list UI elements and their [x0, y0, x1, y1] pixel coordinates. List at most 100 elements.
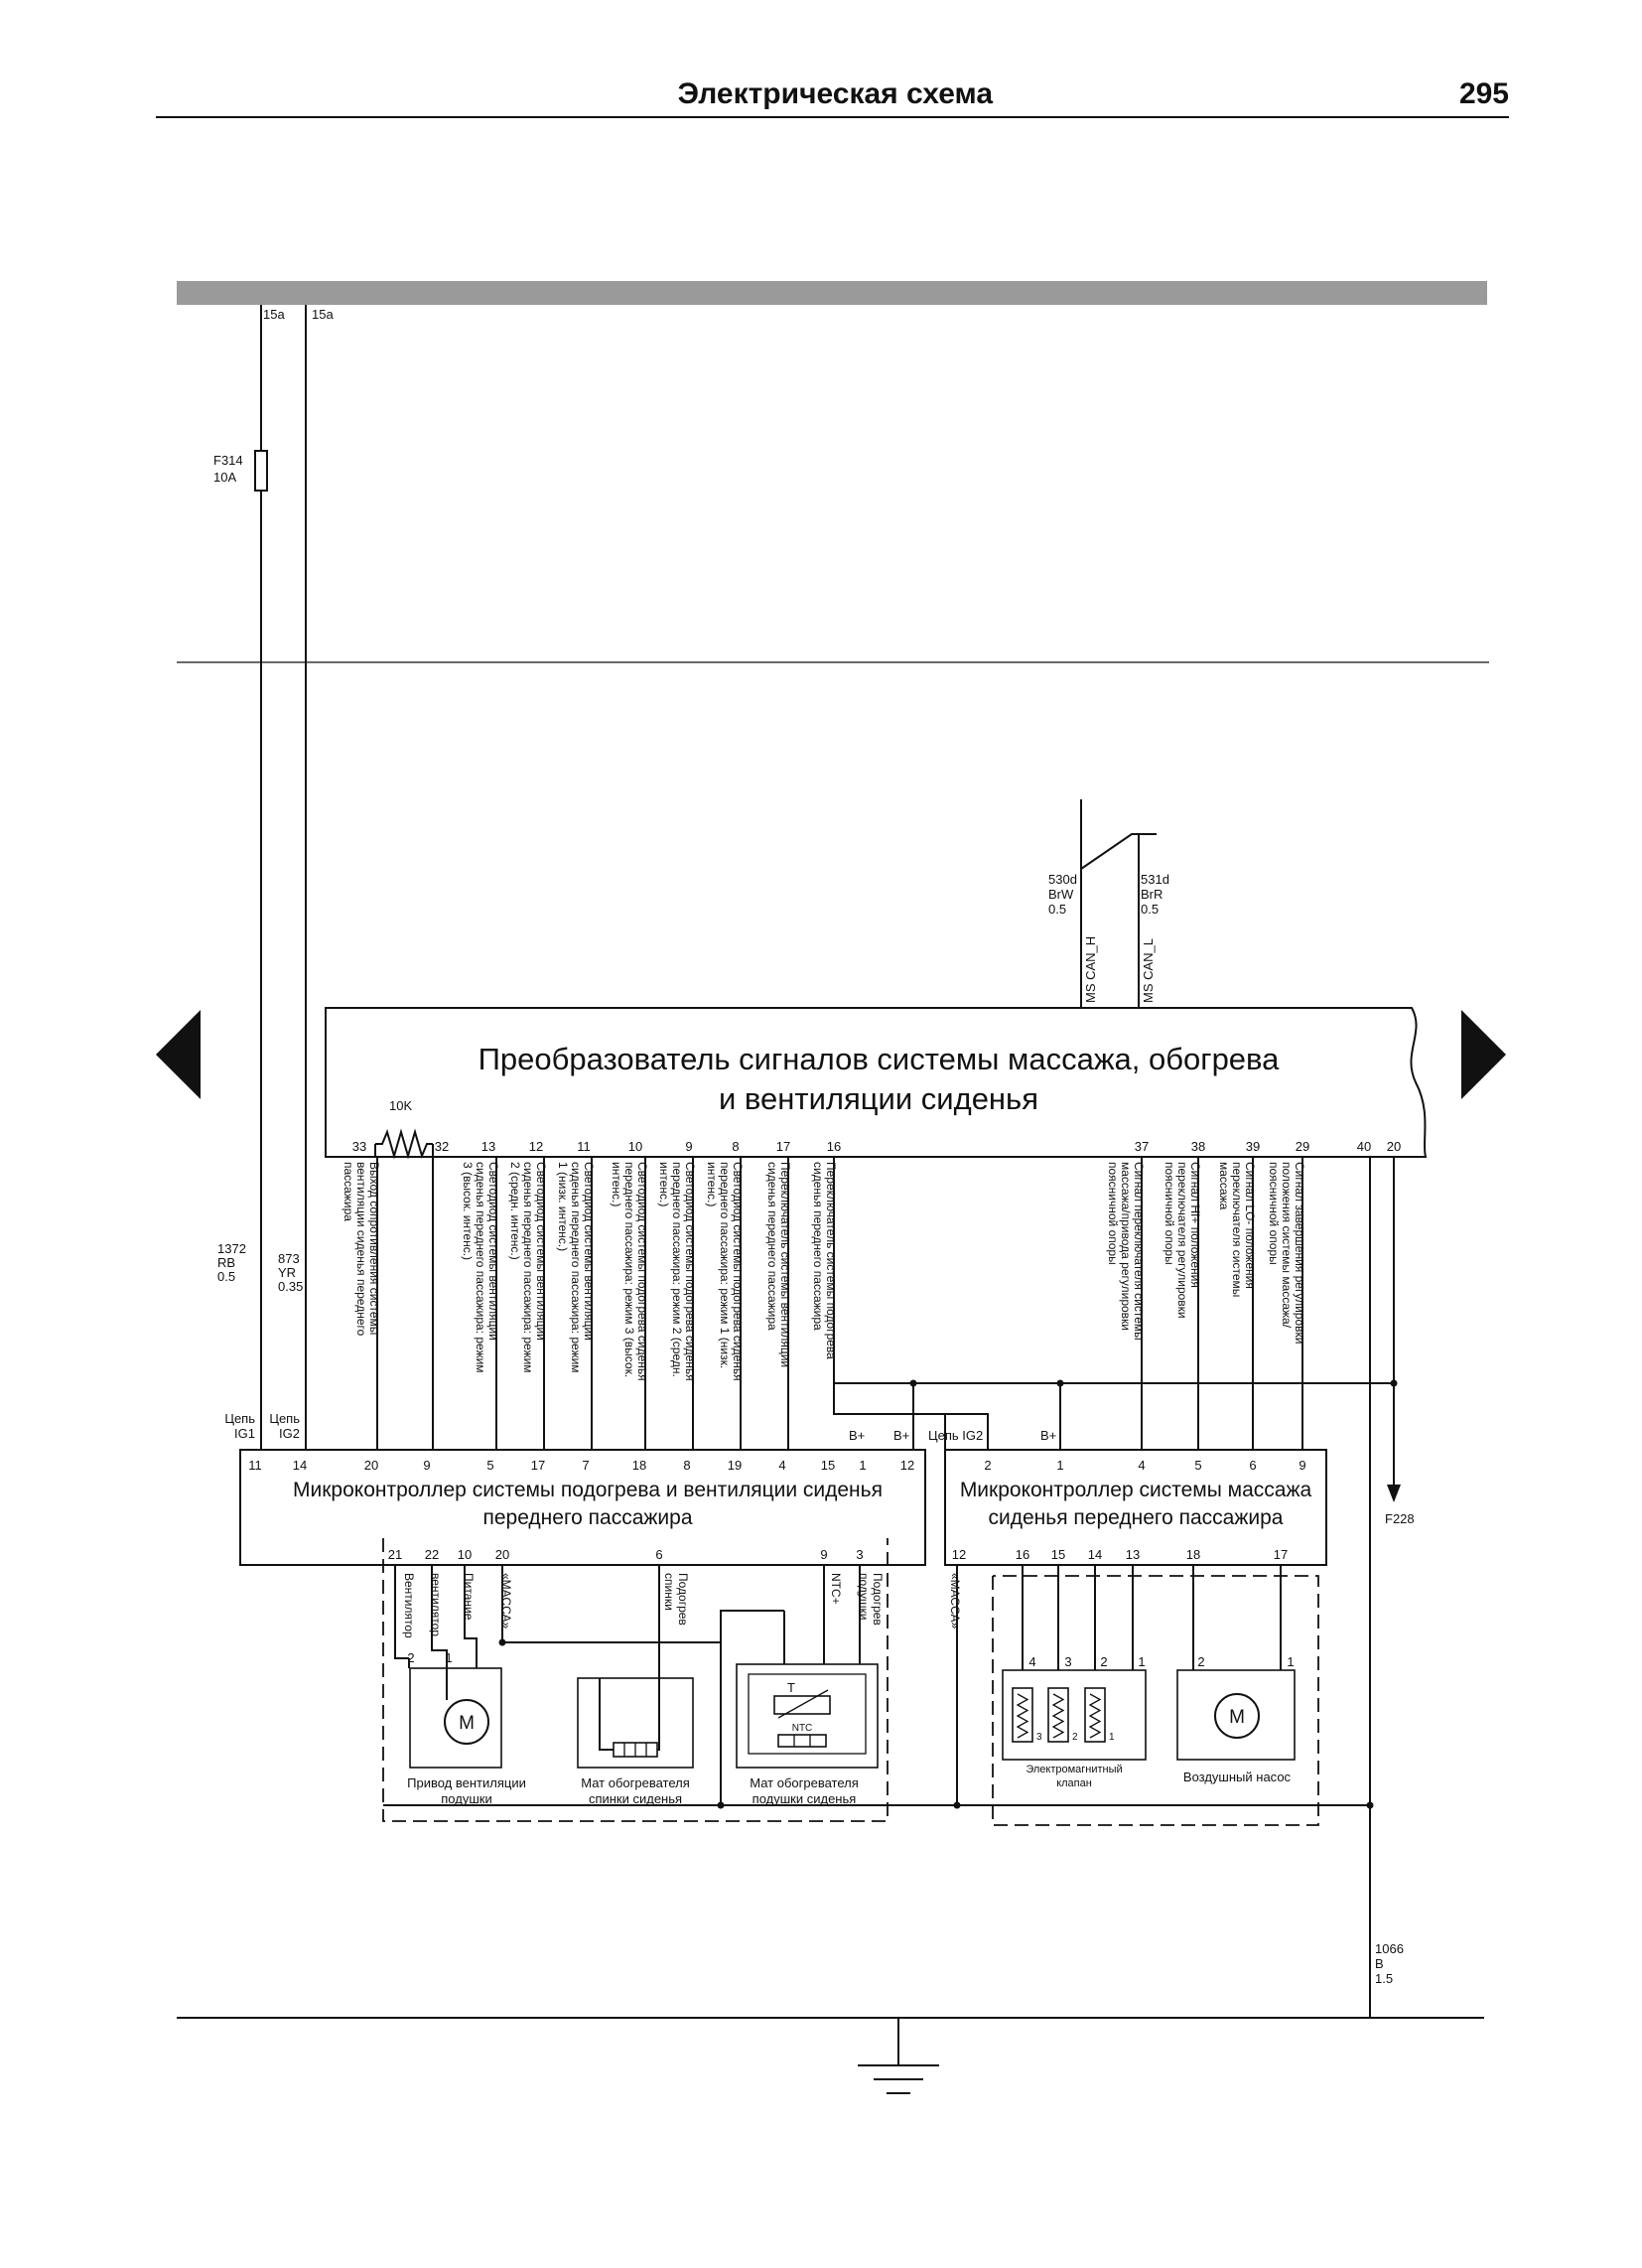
- fan-motor-component: 2 1 M Привод вентиляции подушки: [407, 1650, 526, 1806]
- junction-dot: [498, 1638, 506, 1646]
- wire-1066-number: 1066: [1375, 1941, 1404, 1956]
- wire-fan-pin22: [431, 1565, 448, 1668]
- converter-signal-label-pin-8: переднего пассажира: режим 1 (низк.: [718, 1162, 732, 1368]
- resistor-10k: [375, 1128, 433, 1160]
- valve-coil-pin: 2: [1072, 1732, 1078, 1743]
- pump-pin-2: 2: [1197, 1654, 1204, 1669]
- converter-signal-label-pin-13: сиденья переднего пассажира: режим: [474, 1162, 487, 1373]
- converter-pin-11: 11: [577, 1139, 591, 1154]
- heat-vent-mc-pin-5: 5: [486, 1458, 493, 1473]
- next-page-arrow-icon[interactable]: [1461, 1010, 1506, 1099]
- ntc-sensor-slash: [777, 1689, 829, 1719]
- converter-signal-label-pin-11: Светодиод системы вентиляции: [582, 1162, 596, 1341]
- ig2-label-line2: IG2: [279, 1426, 300, 1441]
- converter-pin-39: 39: [1246, 1139, 1260, 1154]
- converter-signal-label-pin-39: массажа: [1217, 1162, 1231, 1210]
- converter-signal-label-pin-12: Светодиод системы вентиляции: [534, 1162, 548, 1341]
- wire-531d-color: BrR: [1141, 887, 1163, 902]
- converter-pin-17: 17: [776, 1139, 790, 1154]
- converter-signal-label-pin-39: переключателя системы: [1230, 1162, 1244, 1297]
- back-heater-label-line1: Мат обогревателя: [581, 1775, 690, 1790]
- heat-vent-mc-bottom-pin-20: 20: [495, 1547, 509, 1562]
- cushion-heater-frame: [736, 1663, 879, 1769]
- heat-vent-mc-pin-1: 1: [859, 1458, 866, 1473]
- coil-icon: [1047, 1687, 1069, 1743]
- wire-1066-size: 1.5: [1375, 1971, 1393, 1986]
- massage-mc-pin-6: 6: [1249, 1458, 1256, 1473]
- heat-vent-mc-pin-9: 9: [423, 1458, 430, 1473]
- massage-mc-pin-1: 1: [1056, 1458, 1063, 1473]
- fan-pin-1: 1: [445, 1650, 452, 1665]
- cushion-heater-label-line1: Мат обогревателя: [750, 1775, 859, 1790]
- valve-pin-3: 3: [1064, 1654, 1071, 1669]
- air-pump-component: 2 1 M Воздушный насос: [1176, 1654, 1296, 1784]
- fan-label-line2: подушки: [441, 1791, 491, 1806]
- heat-vent-mc-pin-11: 11: [248, 1458, 262, 1473]
- junction-dot: [717, 1801, 725, 1809]
- converter-signal-label-pin-37: Сигнал переключателя системы: [1132, 1162, 1146, 1341]
- converter-pin-33: 33: [352, 1139, 366, 1154]
- ig2-label-line1: Цепь: [269, 1411, 300, 1426]
- converter-signal-label-pin-9: переднего пассажира: режим 2 (средн.: [670, 1162, 684, 1377]
- converter-title-line2: и вентиляции сиденья: [719, 1081, 1038, 1116]
- converter-signal-label-pin-16: Переключатель системы подогрева: [824, 1162, 838, 1359]
- power-bus-bar: [177, 281, 1487, 305]
- converter-signal-label-pin-38: поясничной опоры: [1163, 1162, 1176, 1265]
- valve-pin-1: 1: [1138, 1654, 1145, 1669]
- prev-page-arrow-icon[interactable]: [156, 1010, 201, 1099]
- wire-1372-size: 0.5: [217, 1269, 235, 1284]
- bplus-label-1: B+: [849, 1428, 865, 1443]
- massage-mc-pin-9: 9: [1299, 1458, 1305, 1473]
- page-number: 295: [1459, 77, 1509, 110]
- converter-pin-13: 13: [481, 1139, 495, 1154]
- converter-pin-40: 40: [1357, 1139, 1371, 1154]
- pin6-label-line2: спинки: [662, 1573, 676, 1611]
- valve-pin-2: 2: [1100, 1654, 1107, 1669]
- heat-vent-mc-pin-8: 8: [683, 1458, 690, 1473]
- motor-icon: [1214, 1693, 1260, 1739]
- fan-label-line1: Привод вентиляции: [407, 1775, 526, 1790]
- massage-mc-bottom-pin-16: 16: [1016, 1547, 1029, 1562]
- converter-signal-label-pin-10: интенс.): [610, 1162, 623, 1206]
- converter-signal-label-pin-8: интенс.): [705, 1162, 719, 1206]
- fuse-id: F314: [213, 453, 243, 468]
- ntc-label: NTC: [792, 1723, 813, 1734]
- converter-pin-38: 38: [1191, 1139, 1205, 1154]
- cushion-heater-inner: [748, 1673, 867, 1755]
- converter-signal-label-pin-12: 2 (средн. интенс.): [508, 1162, 522, 1260]
- converter-pin-20: 20: [1387, 1139, 1401, 1154]
- coil-icon: [1084, 1687, 1106, 1743]
- coil-winding: [1051, 1693, 1065, 1739]
- wire-873-size: 0.35: [278, 1279, 303, 1294]
- massage-mc-bottom-pin-17: 17: [1274, 1547, 1288, 1562]
- heat-vent-mc-title-line1: Микроконтроллер системы подогрева и вент…: [293, 1479, 883, 1501]
- bplus-label-2: B+: [893, 1428, 909, 1443]
- converter-signal-label-pin-33: Выход сопротивления системы: [367, 1162, 381, 1335]
- heat-vent-mc-pin-20: 20: [364, 1458, 378, 1473]
- converter-signal-label-pin-10: переднего пассажира: режим 3 (высок.: [622, 1162, 636, 1377]
- heat-vent-mc-box: [239, 1449, 926, 1566]
- massage-mc-pin-5: 5: [1194, 1458, 1201, 1473]
- converter-signal-label-pin-16: сиденья переднего пассажира: [811, 1162, 825, 1331]
- converter-signal-label-pin-17: Переключатель системы вентиляции: [778, 1162, 792, 1367]
- converter-signal-label-pin-39: Сигнал LO- положения: [1243, 1162, 1257, 1289]
- converter-signal-label-pin-38: Сигнал HI+ положения: [1188, 1162, 1202, 1288]
- heat-vent-mc-pin-12: 12: [900, 1458, 914, 1473]
- can-h-label: MS CAN_H: [1083, 936, 1098, 1003]
- converter-pin-8: 8: [732, 1139, 739, 1154]
- converter-signal-label-pin-13: Светодиод системы вентиляции: [486, 1162, 500, 1341]
- converter-signal-label-pin-8: Светодиод системы подогрева сиденья: [731, 1162, 745, 1381]
- converter-pin-10: 10: [628, 1139, 642, 1154]
- junction-dot: [953, 1801, 961, 1809]
- converter-pin-12: 12: [529, 1139, 543, 1154]
- wire-1372-number: 1372: [217, 1241, 246, 1256]
- page-title: Электрическая схема: [678, 77, 994, 110]
